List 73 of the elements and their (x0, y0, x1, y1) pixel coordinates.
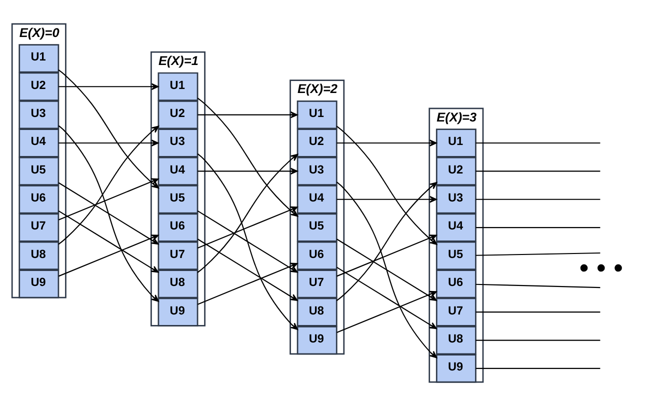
node-box: U9 (296, 325, 338, 354)
arrow (197, 210, 298, 272)
arrow (336, 238, 437, 300)
connector (476, 252, 600, 256)
arrow (198, 262, 298, 304)
connector (476, 339, 600, 340)
node-box: U6 (296, 240, 338, 270)
arrow (58, 68, 159, 188)
arrow (197, 97, 298, 216)
node-box: U5 (158, 184, 198, 214)
node-box: U6 (436, 269, 476, 298)
node-box: U8 (436, 325, 476, 354)
arrow (336, 266, 437, 329)
arrow (197, 152, 298, 330)
arrow (58, 139, 159, 146)
arrow (58, 178, 159, 220)
node-box: U7 (158, 240, 198, 270)
node-box: U8 (18, 240, 60, 270)
node-box: U5 (18, 156, 60, 185)
node-box: U6 (18, 184, 60, 214)
node-box: U3 (158, 128, 198, 157)
node-box: U5 (436, 240, 476, 270)
node-box: U4 (436, 212, 476, 242)
node-box: U9 (436, 354, 476, 382)
node-box: U8 (296, 297, 338, 326)
arrow (198, 167, 298, 174)
node-box: U3 (436, 184, 476, 214)
node-box: U2 (436, 156, 476, 185)
node-box: U5 (296, 212, 338, 242)
node-box: U2 (18, 72, 60, 100)
node-box: U1 (296, 100, 338, 129)
node-box: U6 (158, 212, 198, 242)
node-box: U1 (158, 72, 198, 100)
arrow (336, 290, 437, 333)
arrow (336, 195, 437, 202)
node-box: U3 (296, 156, 338, 185)
connector (476, 142, 600, 144)
node-box: U9 (18, 269, 60, 298)
connector (476, 198, 600, 200)
arrow (58, 210, 159, 272)
arrow (198, 206, 298, 248)
node-box: U1 (18, 44, 60, 72)
connector (476, 226, 600, 228)
node-box: U7 (296, 269, 338, 298)
arrow (336, 125, 438, 244)
arrow (58, 182, 159, 244)
node-box: U9 (158, 297, 198, 326)
node-box: U2 (158, 100, 198, 129)
node-box: U2 (296, 128, 338, 157)
arrow (336, 234, 437, 276)
arrow (58, 82, 159, 90)
arrow (58, 125, 159, 244)
arrow (58, 234, 159, 276)
connector (476, 283, 600, 288)
node-box: U4 (18, 128, 60, 157)
label: • • • (579, 252, 624, 283)
node-box: U1 (436, 128, 476, 157)
connector (476, 170, 600, 172)
arrow (198, 110, 298, 118)
node-box: U4 (296, 184, 338, 214)
arrow (197, 238, 298, 300)
arrow (336, 139, 437, 146)
node-box: U7 (18, 212, 60, 242)
arrow (58, 124, 159, 302)
arrow (336, 182, 438, 301)
connector (476, 367, 600, 368)
arrow (336, 181, 438, 358)
node-box: U7 (436, 297, 476, 326)
node-box: U3 (18, 100, 60, 129)
node-box: U8 (158, 269, 198, 298)
arrow (197, 153, 298, 272)
node-box: U4 (158, 156, 198, 185)
connector (476, 311, 600, 312)
